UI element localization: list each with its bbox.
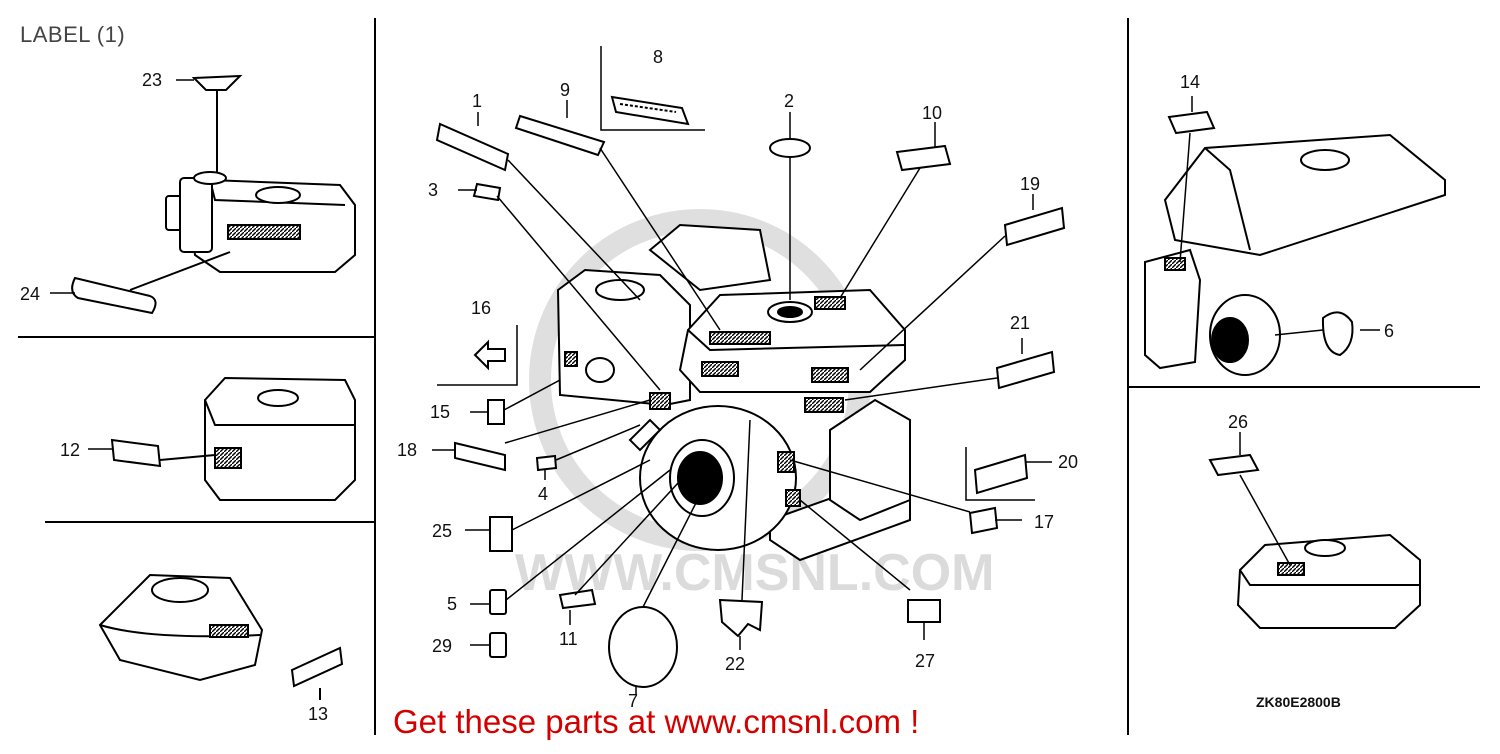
promo-link-text[interactable]: Get these parts at www.cmsnl.com ! (393, 703, 920, 740)
svg-text:7: 7 (628, 691, 638, 711)
svg-text:19: 19 (1020, 174, 1040, 194)
air-cleaner-assembly (71, 74, 356, 315)
svg-text:23: 23 (142, 70, 162, 90)
callouts-left-top: 23 24 (20, 70, 194, 304)
svg-text:18: 18 (397, 440, 417, 460)
callouts-center: 1 9 8 2 10 19 3 16 21 15 18 4 20 17 25 5… (397, 47, 1078, 711)
svg-text:3: 3 (428, 180, 438, 200)
small-fuel-tank (1208, 453, 1421, 629)
svg-text:10: 10 (922, 103, 942, 123)
svg-text:11: 11 (559, 629, 578, 649)
callouts-right-top: 14 6 (1180, 72, 1394, 341)
svg-text:9: 9 (560, 80, 570, 100)
svg-text:2: 2 (784, 91, 794, 111)
svg-text:15: 15 (430, 402, 450, 422)
svg-text:8: 8 (653, 47, 663, 67)
svg-text:25: 25 (432, 521, 452, 541)
center-label-parts (435, 95, 1066, 688)
svg-text:24: 24 (20, 284, 40, 304)
svg-text:16: 16 (471, 298, 491, 318)
box-air-cleaner (110, 376, 356, 501)
svg-text:14: 14 (1180, 72, 1200, 92)
engine-main (556, 223, 911, 562)
engine-cover (98, 573, 344, 700)
svg-text:22: 22 (725, 654, 745, 674)
svg-text:1: 1 (472, 91, 482, 111)
drawing-code: ZK80E2800B (1256, 694, 1341, 710)
svg-text:13: 13 (308, 704, 328, 724)
svg-text:21: 21 (1010, 313, 1030, 333)
svg-text:6: 6 (1384, 321, 1394, 341)
callouts-left-mid: 12 (60, 440, 112, 460)
callouts-left-bottom: 13 (308, 704, 328, 724)
panel-dividers (18, 18, 1480, 735)
diagram-title: LABEL (1) (20, 22, 126, 47)
svg-text:5: 5 (447, 594, 457, 614)
svg-text:29: 29 (432, 636, 452, 656)
fuel-tank-assembly (1144, 110, 1446, 376)
svg-text:26: 26 (1228, 412, 1248, 432)
svg-text:17: 17 (1034, 512, 1054, 532)
svg-text:12: 12 (60, 440, 80, 460)
leader-lines-right-bottom (1239, 432, 1291, 566)
leader-lines-right-top (1179, 96, 1380, 336)
svg-text:4: 4 (538, 484, 548, 504)
svg-text:20: 20 (1058, 452, 1078, 472)
leader-lines-center (432, 46, 1052, 695)
svg-text:27: 27 (915, 651, 935, 671)
callouts-right-bottom: 26 (1228, 412, 1248, 432)
